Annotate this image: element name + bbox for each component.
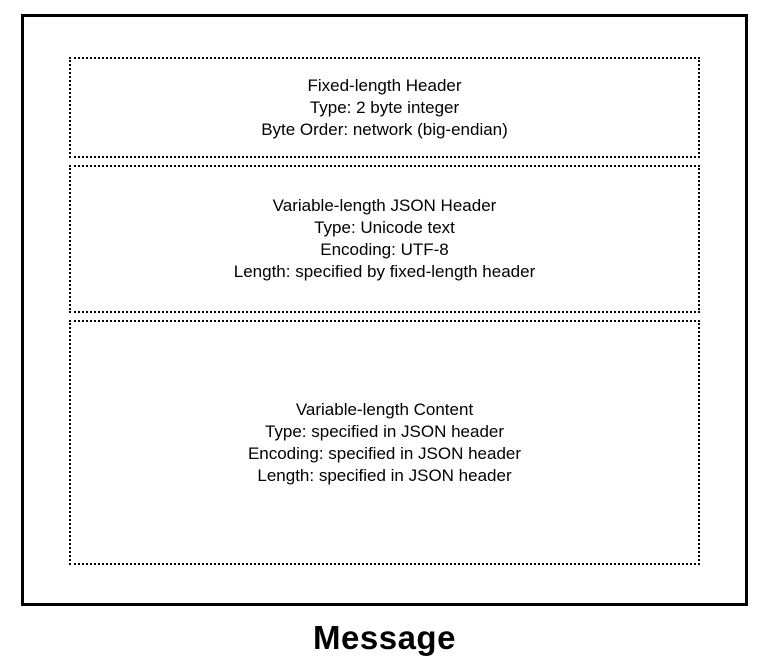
section-fixed-length-header: Fixed-length Header Type: 2 byte integer…: [69, 57, 700, 158]
section-detail-type: Type: specified in JSON header: [264, 421, 505, 441]
section-detail-encoding: Encoding: UTF-8: [320, 240, 449, 259]
section-title: Fixed-length Header: [307, 75, 462, 95]
section-detail-length: Length: specified in JSON header: [257, 465, 512, 485]
section-detail-length: Length: specified by fixed-length header: [233, 262, 536, 281]
section-title: Variable-length JSON Header: [272, 196, 497, 215]
message-sections: Fixed-length Header Type: 2 byte integer…: [69, 57, 700, 565]
section-detail-byte-order: Byte Order: network (big-endian): [261, 119, 508, 139]
section-detail-type: Type: 2 byte integer: [309, 97, 460, 117]
section-variable-length-json-header: Variable-length JSON Header Type: Unicod…: [69, 165, 700, 313]
section-detail-encoding: Encoding: specified in JSON header: [247, 443, 522, 463]
diagram-caption: Message: [313, 619, 456, 656]
section-detail-type: Type: Unicode text: [314, 218, 455, 237]
message-frame: Fixed-length Header Type: 2 byte integer…: [21, 14, 748, 606]
section-title: Variable-length Content: [295, 399, 474, 419]
section-variable-length-content: Variable-length Content Type: specified …: [69, 320, 700, 565]
